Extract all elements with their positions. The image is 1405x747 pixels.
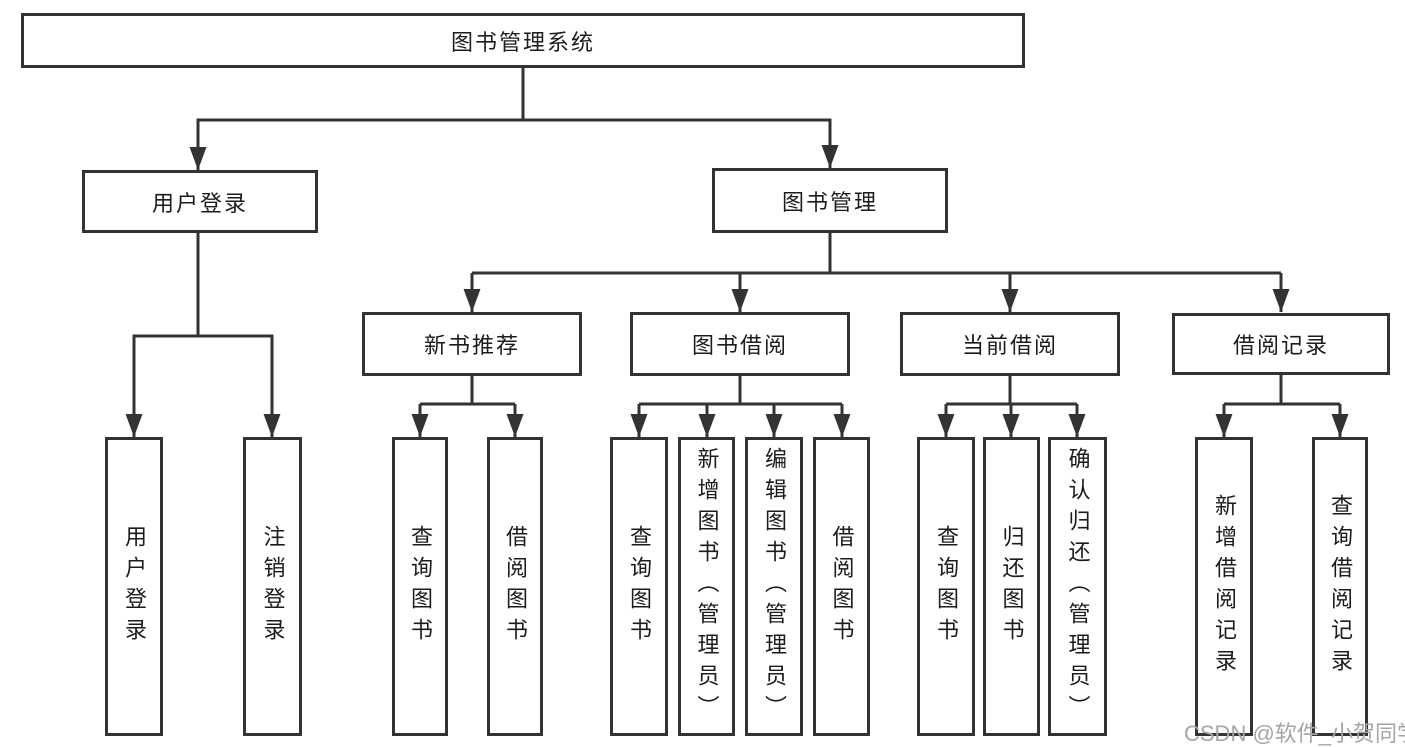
node-label: 图书管理 xyxy=(781,189,878,215)
connector-group xyxy=(125,68,1349,437)
node-confirm-return-admin: 确认归还（管理员） xyxy=(1048,437,1107,736)
node-label: 查询图书 xyxy=(408,524,433,649)
node-query-books-1: 查询图书 xyxy=(392,437,448,736)
node-label: 图书借阅 xyxy=(691,333,788,358)
node-user-login-leaf: 用户登录 xyxy=(105,437,163,736)
connector xyxy=(189,68,525,170)
node-label: 确认归还（管理员） xyxy=(1065,447,1091,726)
connector xyxy=(523,118,839,168)
node-borrow-books-1: 借阅图书 xyxy=(487,437,543,736)
node-edit-books-admin: 编辑图书（管理员） xyxy=(745,437,803,736)
node-label: 借阅图书 xyxy=(503,524,528,649)
node-label: 借阅记录 xyxy=(1232,333,1329,358)
csdn-watermark: CSDN @软件_小贺同学 xyxy=(1184,721,1405,746)
node-query-borrow-record: 查询借阅记录 xyxy=(1312,437,1368,736)
node-label: 借阅图书 xyxy=(829,524,855,649)
node-label: 当前借阅 xyxy=(961,333,1058,358)
node-borrowing-records: 借阅记录 xyxy=(1172,313,1390,375)
node-label: 查询图书 xyxy=(934,524,959,649)
node-new-book-recommend: 新书推荐 xyxy=(362,312,582,376)
node-add-borrow-record: 新增借阅记录 xyxy=(1195,437,1253,736)
node-label: 新增图书（管理员） xyxy=(694,447,720,726)
node-label: 注销登录 xyxy=(260,524,286,649)
node-label: 用户登录 xyxy=(122,524,147,649)
node-book-borrowing: 图书借阅 xyxy=(630,312,850,376)
node-library-management-system: 图书管理系统 xyxy=(21,13,1025,68)
node-label: 新增借阅记录 xyxy=(1212,493,1237,680)
node-label: 用户登录 xyxy=(151,190,248,216)
node-label: 图书管理系统 xyxy=(450,29,595,55)
node-borrow-books-2: 借阅图书 xyxy=(813,437,870,736)
connector xyxy=(198,334,281,437)
node-query-books-2: 查询图书 xyxy=(610,437,668,736)
node-current-borrowing: 当前借阅 xyxy=(900,312,1120,376)
node-label: 查询借阅记录 xyxy=(1328,493,1353,680)
node-query-books-3: 查询图书 xyxy=(917,437,975,736)
node-label: 编辑图书（管理员） xyxy=(762,447,787,726)
node-book-management: 图书管理 xyxy=(712,168,948,233)
connector xyxy=(125,233,200,437)
node-user-login: 用户登录 xyxy=(82,170,318,233)
node-label: 归还图书 xyxy=(999,524,1025,649)
node-label: 查询图书 xyxy=(627,524,652,649)
node-return-books: 归还图书 xyxy=(983,437,1040,736)
node-add-books-admin: 新增图书（管理员） xyxy=(678,437,735,736)
node-label: 新书推荐 xyxy=(423,333,520,358)
node-logout: 注销登录 xyxy=(243,437,302,736)
